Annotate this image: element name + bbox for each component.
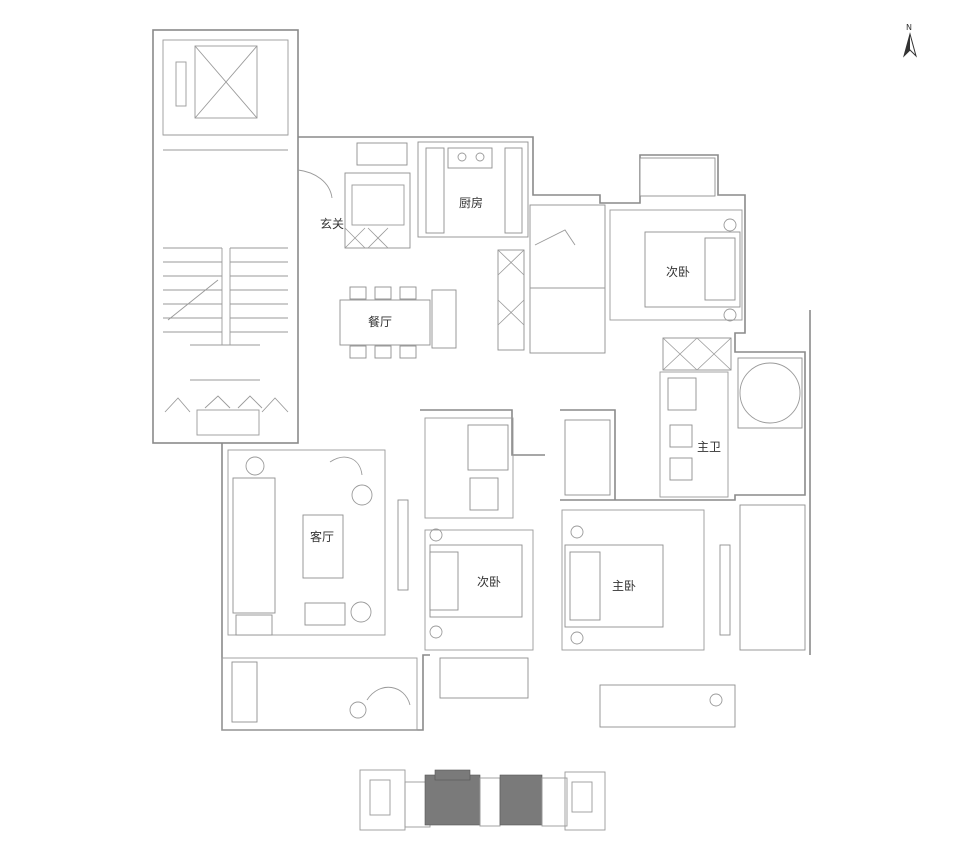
room-label-living: 客厅 xyxy=(310,529,334,544)
living-balcony xyxy=(221,657,418,731)
living-room xyxy=(227,449,409,636)
room-label-entrance: 玄关 xyxy=(320,216,344,231)
exterior-walls xyxy=(221,136,811,731)
bedroom-ne xyxy=(609,157,743,322)
stair-treads xyxy=(163,247,288,381)
master-bedroom xyxy=(561,419,806,728)
room-label-bedroom-ne: 次卧 xyxy=(666,265,690,279)
room-label-master-bedroom: 主卧 xyxy=(612,579,636,593)
dining-table xyxy=(339,286,457,359)
room-label-master-bath: 主卫 xyxy=(697,440,721,454)
stair-core xyxy=(152,29,299,444)
bedroom-s xyxy=(424,417,534,699)
corridor-storage xyxy=(497,204,606,354)
north-compass-icon: N xyxy=(903,23,917,58)
key-plan xyxy=(359,769,606,831)
room-label-kitchen: 厨房 xyxy=(459,195,483,210)
entrance-cabinets xyxy=(297,142,411,249)
kitchen-counters xyxy=(417,141,529,238)
highlighted-unit xyxy=(424,774,481,826)
compass-label: N xyxy=(906,23,912,32)
room-label-dining: 餐厅 xyxy=(368,314,392,329)
room-label-bedroom-s: 次卧 xyxy=(477,575,501,589)
master-bath xyxy=(659,337,803,498)
